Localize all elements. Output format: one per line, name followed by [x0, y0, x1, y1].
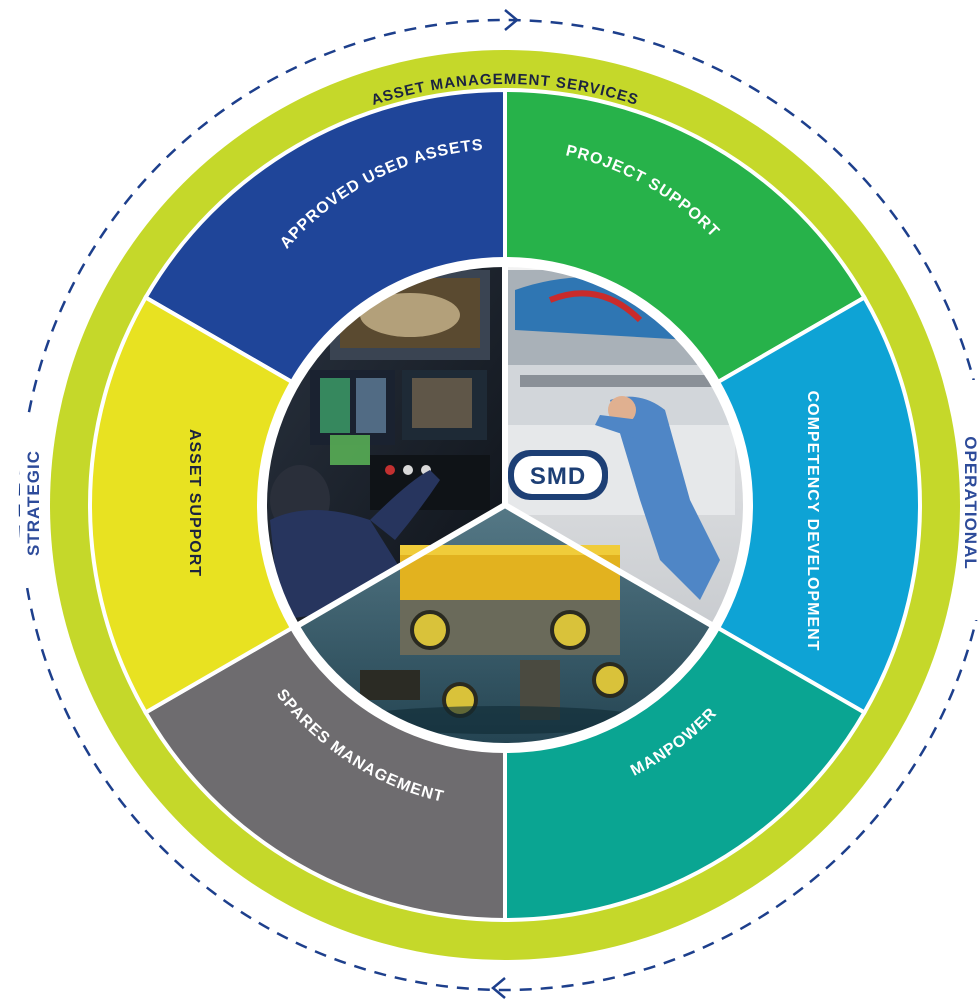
- smd-logo-text: SMD: [530, 463, 586, 490]
- photo-technician: SMD: [505, 262, 748, 627]
- photo-border: [257, 257, 753, 753]
- center-photos: SMD: [262, 262, 748, 748]
- side-label-strategic: STRATEGIC: [24, 450, 43, 556]
- photo-rov: [295, 505, 715, 748]
- segment-label-competency-development: COMPETENCY DEVELOPMENT: [804, 391, 821, 652]
- strategic-knockout: [20, 420, 46, 580]
- side-label-operational: OPERATIONAL: [961, 436, 979, 569]
- segments-group: [87, 87, 923, 923]
- photo-separators: [293, 262, 717, 630]
- segment-label-asset-support: ASSET SUPPORT: [186, 429, 203, 577]
- chevron-left-icon: [491, 977, 506, 999]
- chevron-right-icon: [504, 9, 519, 31]
- operational-knockout: [960, 380, 979, 620]
